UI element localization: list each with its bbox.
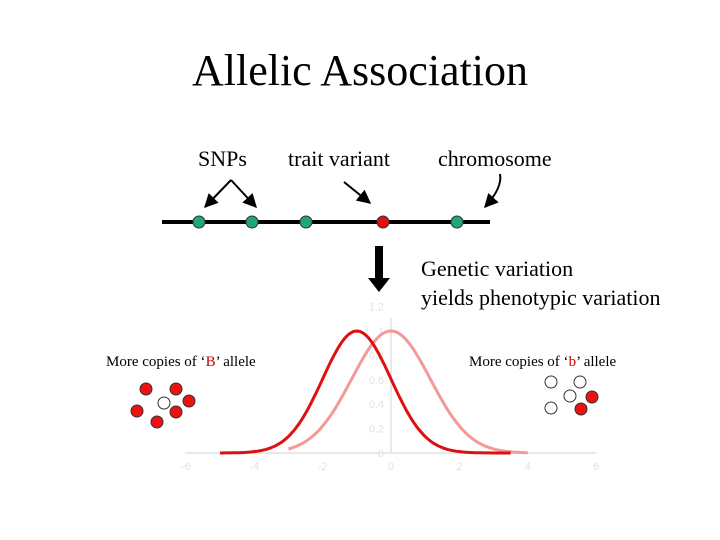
copies-B-prefix: More copies of ‘ [106,354,206,370]
snp-dot [192,215,206,229]
y-tick-labels: 00.20.40.60.811.2 [369,302,384,460]
allele-B: B [205,354,216,370]
x-tick-label: 6 [593,461,599,473]
y-tick-label: 0.4 [369,399,384,411]
allele-dot-red [574,402,588,416]
y-tick-label: 0.6 [369,375,384,387]
x-tick-label: 4 [525,461,531,473]
y-tick-label: 0 [378,448,384,460]
x-tick-label: -4 [249,461,259,473]
allele-cluster-b [544,375,599,416]
arrow-icon [343,181,372,204]
allele-b: b [568,354,577,370]
y-tick-label: 0.2 [369,424,384,436]
trait-variant-label: trait variant [288,146,391,171]
allele-cluster-B [130,382,196,429]
x-tick-labels: -6 -4 -2 0 2 4 6 [181,461,599,473]
snp-dot [450,215,464,229]
allele-dot-red [182,394,196,408]
snps-label: SNPs [198,146,247,171]
snp-dot [299,215,313,229]
allele-dot-white [544,401,558,415]
allele-dot-red [585,390,599,404]
allele-dot-red [169,405,183,419]
arrow-icon [204,179,232,209]
y-tick-label: 1 [378,326,384,338]
copies-b-prefix: More copies of ‘ [469,354,569,370]
genetic-line-2: yields phenotypic variation [421,285,661,310]
down-arrow-icon [368,246,390,292]
x-tick-label: -6 [181,461,191,473]
page-title: Allelic Association [191,46,529,95]
more-copies-b-label: More copies of ‘b’ allele [469,353,616,371]
x-tick-label: -2 [318,461,328,473]
allele-dot-red [150,415,164,429]
genetic-line-1: Genetic variation [421,256,574,281]
allele-dot-red [130,404,144,418]
x-tick-label: 0 [388,461,394,473]
x-tick-label: 2 [456,461,462,473]
snp-dot [245,215,259,229]
chromosome-dots [192,215,464,229]
trait-variant-dot [376,215,390,229]
baseline-distribution-curve [220,329,511,455]
arrow-icon [230,179,257,209]
more-copies-B-label: More copies of ‘B’ allele [106,353,256,371]
snps-arrows [204,179,257,209]
allele-dot-white [544,375,558,389]
allele-dot-red [169,382,183,396]
allele-dot-white [157,396,171,410]
copies-B-suffix: ’ allele [215,354,256,370]
arrow-icon [484,173,502,209]
allele-dot-white [573,375,587,389]
copies-b-suffix: ’ allele [576,354,617,370]
allele-dot-red [139,382,153,396]
chromosome-label: chromosome [438,146,552,171]
y-tick-label: 1.2 [369,302,384,314]
allele-dot-white [563,389,577,403]
shifted-distribution-curve [288,329,528,455]
genetic-variation-text: Genetic variation yields phenotypic vari… [421,254,661,312]
